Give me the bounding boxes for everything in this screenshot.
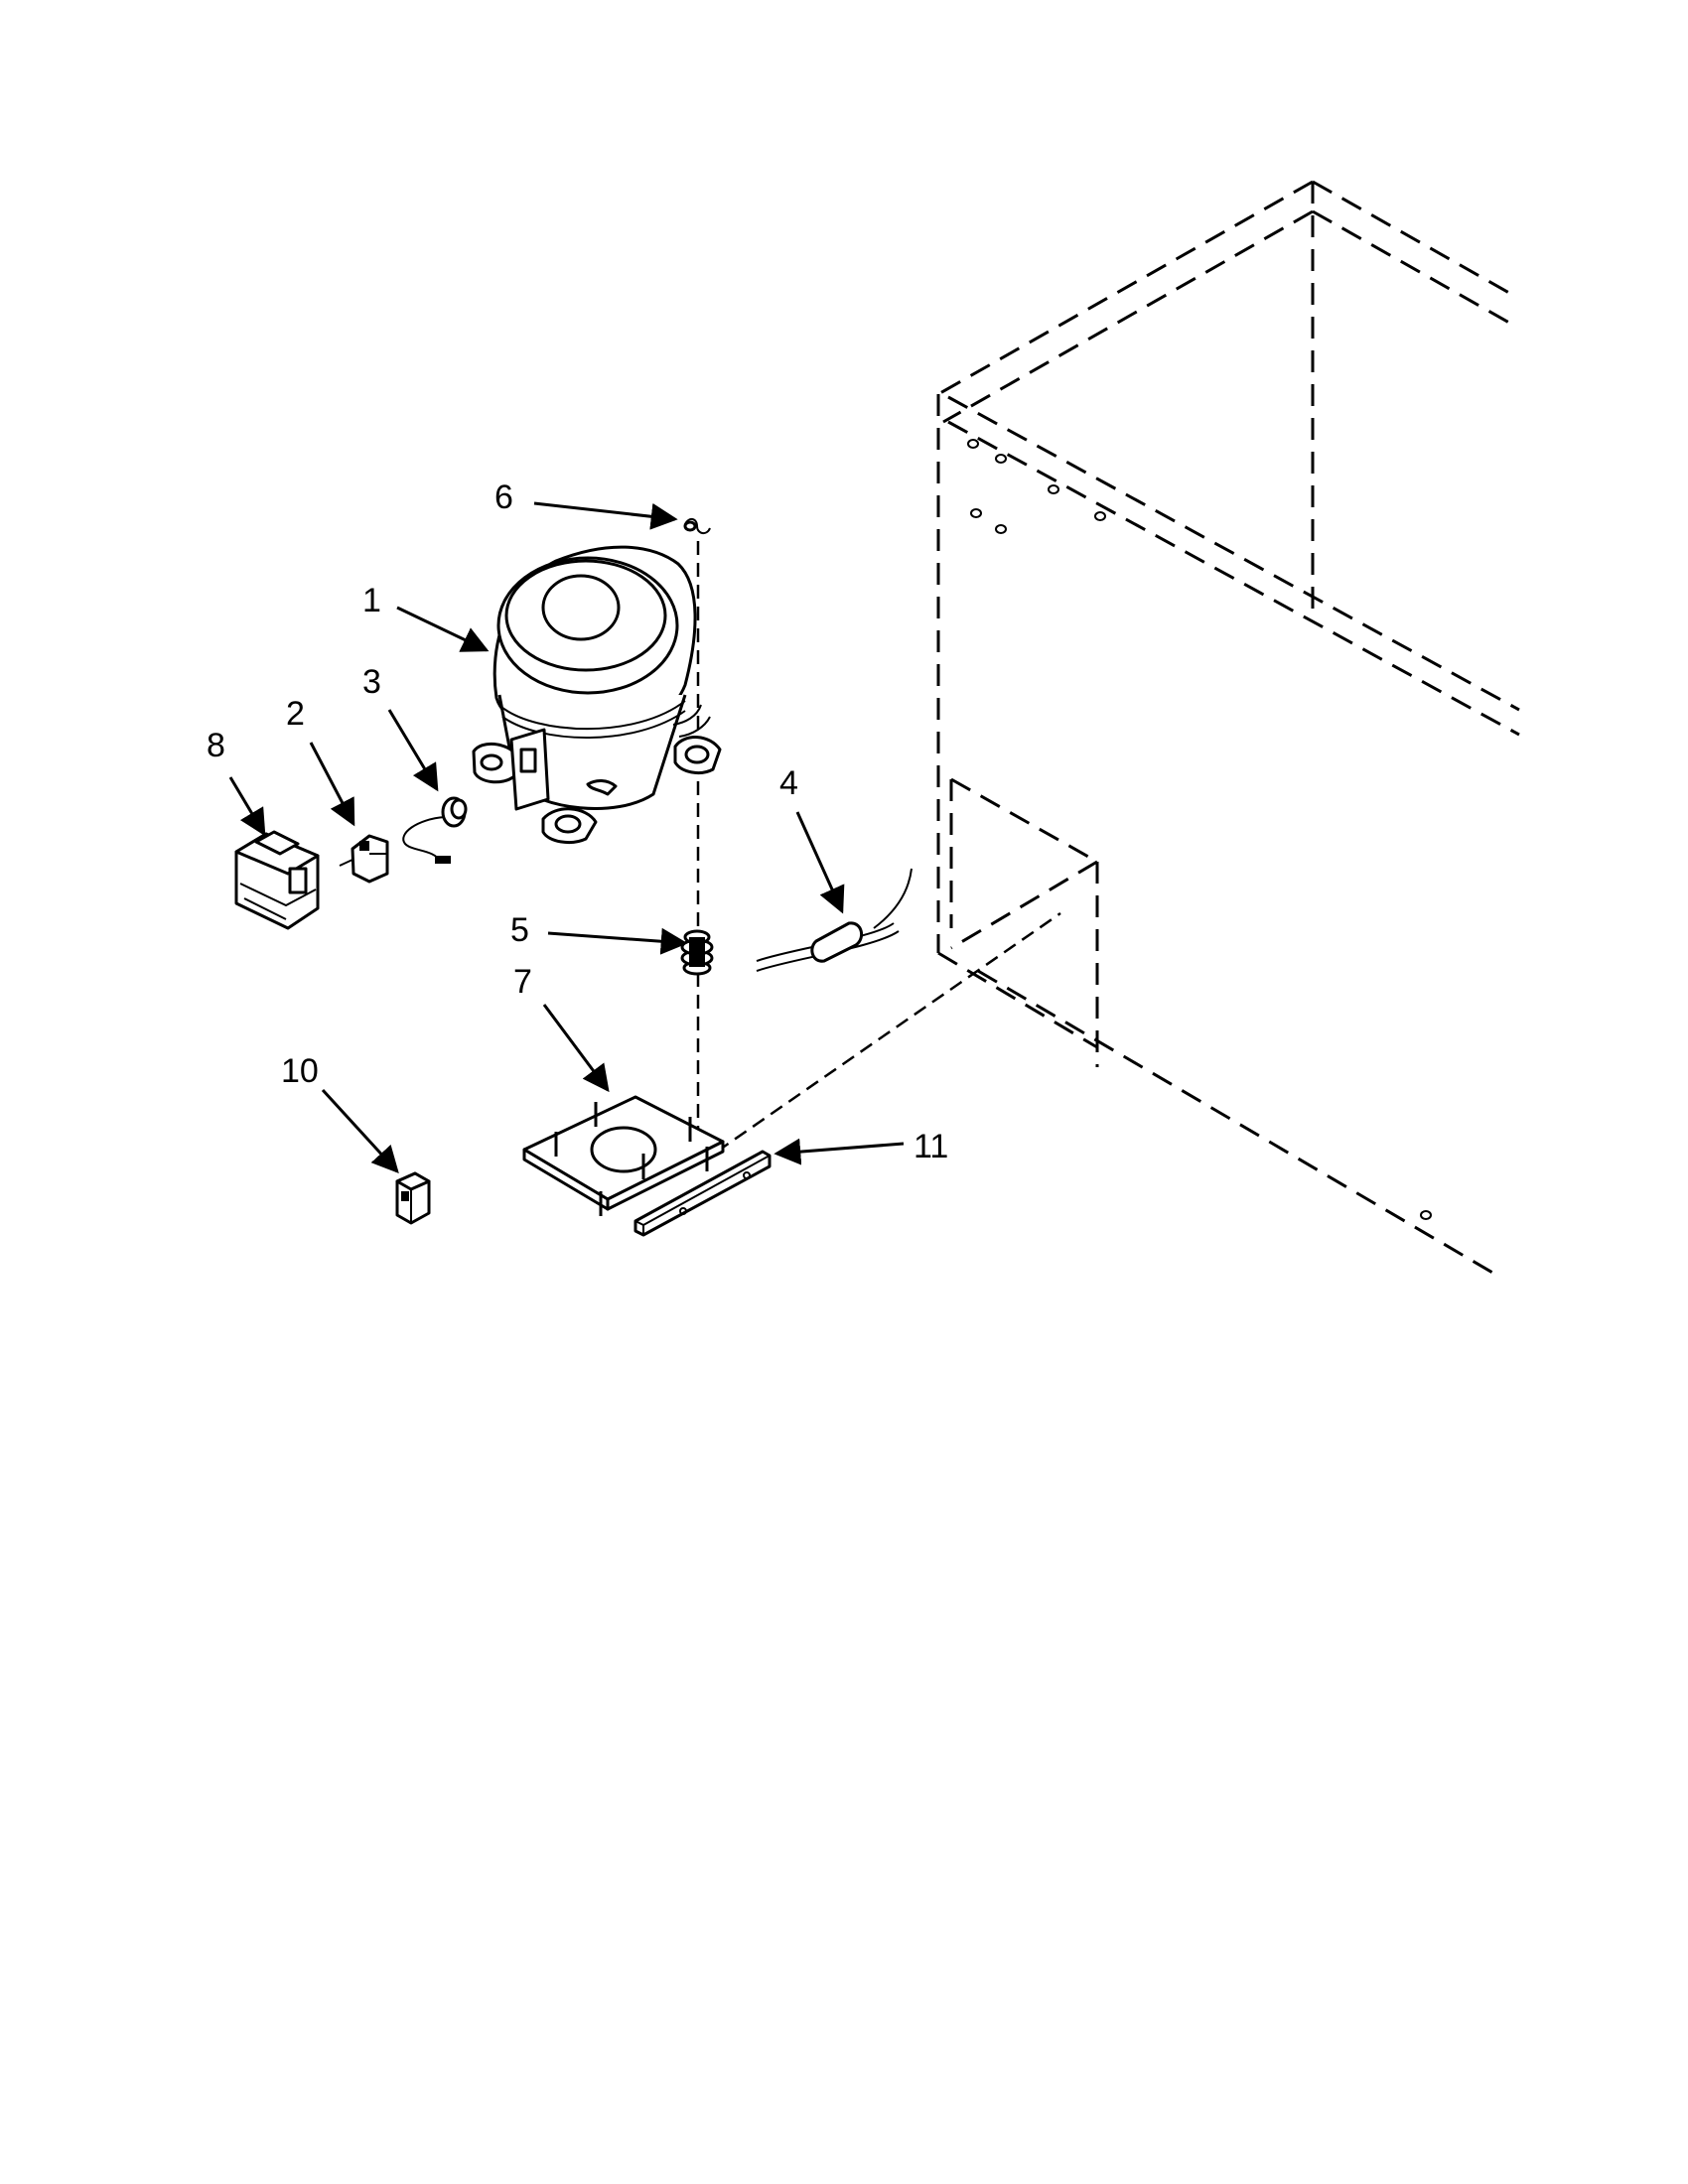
compressor bbox=[472, 545, 722, 844]
capacitor bbox=[395, 1171, 431, 1225]
clip bbox=[683, 518, 711, 534]
callout-11: 11 bbox=[914, 1128, 948, 1165]
grommet bbox=[680, 929, 714, 976]
callout-2: 2 bbox=[286, 695, 305, 733]
wire-harness bbox=[339, 796, 468, 867]
drier-tube bbox=[756, 868, 913, 972]
callout-7: 7 bbox=[513, 963, 532, 1001]
cabinet-outline bbox=[936, 180, 1520, 1276]
callout-1: 1 bbox=[362, 582, 381, 619]
mounting-rail bbox=[633, 1150, 772, 1237]
relay bbox=[351, 834, 389, 884]
callout-5: 5 bbox=[510, 911, 529, 949]
callout-3: 3 bbox=[362, 663, 381, 701]
base-bracket bbox=[522, 1095, 725, 1216]
mounting-centerline bbox=[716, 911, 1061, 1154]
callout-4: 4 bbox=[779, 764, 798, 802]
leader-arrows bbox=[228, 501, 905, 1173]
start-device bbox=[234, 830, 320, 930]
callout-6: 6 bbox=[494, 478, 513, 516]
callout-10: 10 bbox=[281, 1052, 319, 1090]
callout-8: 8 bbox=[207, 727, 225, 764]
